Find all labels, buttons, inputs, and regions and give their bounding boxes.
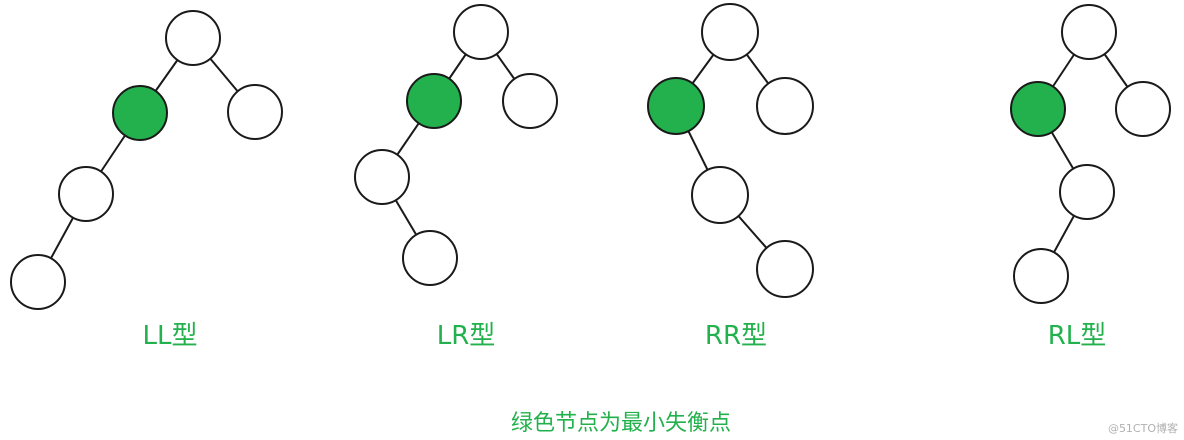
node-ll-root bbox=[165, 10, 221, 66]
tree-label-rr: RR型 bbox=[705, 321, 767, 351]
trees-layer bbox=[10, 3, 1171, 310]
node-ll-left-left bbox=[58, 166, 114, 222]
node-rl-right bbox=[1115, 81, 1171, 137]
node-lr-right bbox=[502, 73, 558, 129]
node-rl-root bbox=[1061, 4, 1117, 60]
node-lr-left-left bbox=[354, 149, 410, 205]
tree-rl bbox=[1010, 4, 1171, 304]
node-rr-root bbox=[701, 3, 759, 61]
tree-rr bbox=[647, 3, 814, 298]
tree-ll bbox=[10, 10, 283, 310]
node-rl-left-right-left bbox=[1013, 248, 1069, 304]
tree-label-rl: RL型 bbox=[1048, 321, 1107, 351]
node-rr-left-unbalanced bbox=[647, 77, 705, 135]
node-lr-left-unbalanced bbox=[406, 73, 462, 129]
node-rr-left-right-right bbox=[756, 240, 814, 298]
node-rl-left-unbalanced bbox=[1010, 81, 1066, 137]
node-ll-right bbox=[227, 84, 283, 140]
caption: 绿色节点为最小失衡点 bbox=[511, 411, 731, 436]
tree-label-ll: LL型 bbox=[143, 321, 198, 351]
tree-lr bbox=[354, 4, 558, 286]
node-rr-right bbox=[756, 77, 814, 135]
node-rr-left-right bbox=[691, 166, 749, 224]
node-ll-left-left-left bbox=[10, 254, 66, 310]
node-lr-root bbox=[453, 4, 509, 60]
tree-label-lr: LR型 bbox=[437, 321, 496, 351]
node-rl-left-right bbox=[1059, 164, 1115, 220]
node-ll-left-unbalanced bbox=[112, 85, 168, 141]
watermark: @51CTO博客 bbox=[1108, 421, 1178, 435]
node-lr-left-left-right bbox=[402, 230, 458, 286]
